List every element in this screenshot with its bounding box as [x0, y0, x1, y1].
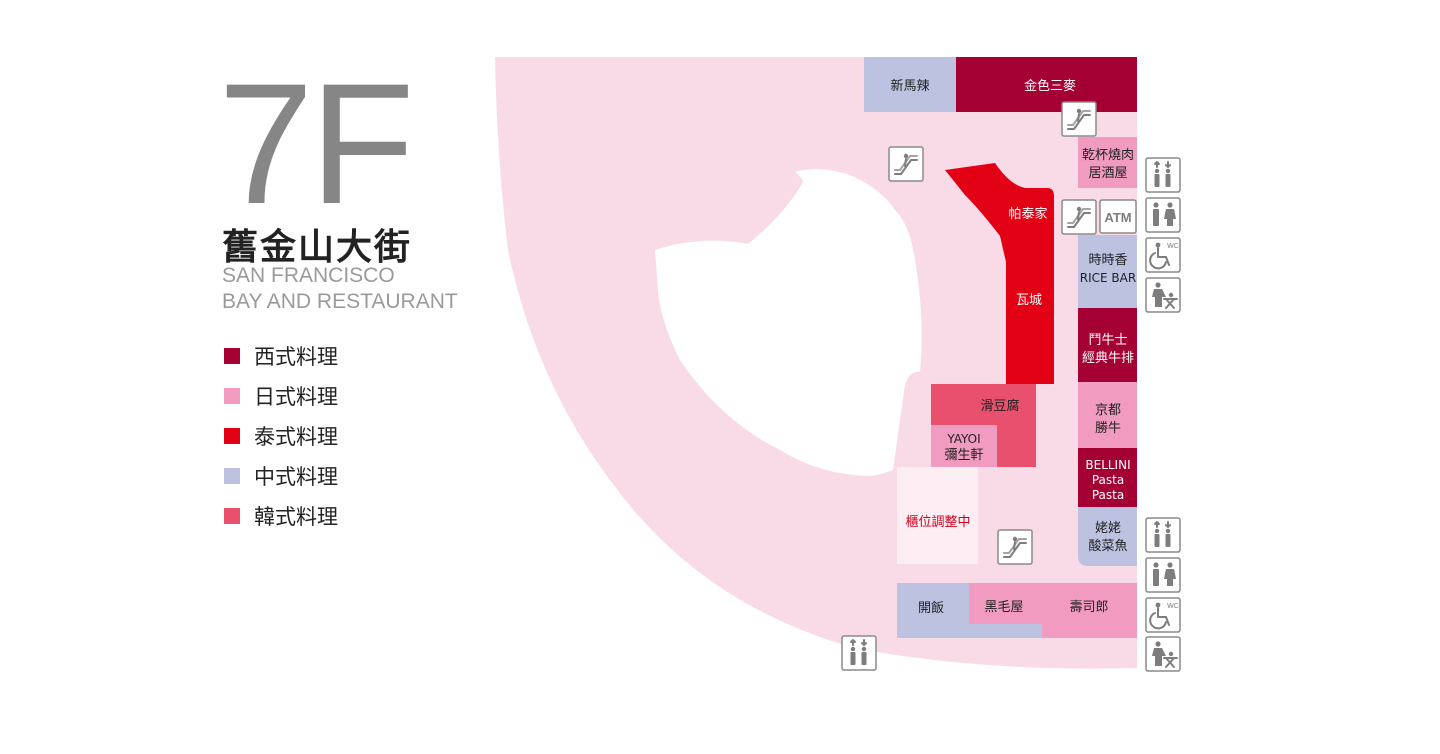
- shop-label: 金色三麥: [1024, 78, 1076, 94]
- shop-heimaowu[interactable]: 黑毛屋: [969, 583, 1042, 624]
- legend-label: 中式料理: [254, 465, 338, 489]
- shop-label: 滑豆腐: [980, 399, 1019, 414]
- shop-label-line1: 姥姥: [1095, 521, 1121, 536]
- escalator-icon[interactable]: [1061, 199, 1097, 235]
- shop-label-line2: 酸菜魚: [1088, 539, 1127, 554]
- legend-swatch: [224, 348, 240, 364]
- shop-xinmala[interactable]: 新馬辣: [864, 57, 956, 112]
- atm-label: ATM: [1104, 210, 1131, 225]
- shop-label: 櫃位調整中: [905, 515, 970, 530]
- wc-label: WC: [1167, 603, 1179, 610]
- shop-label-line2: 彌生軒: [944, 448, 983, 463]
- legend-item-korean: 韓式料理: [224, 496, 338, 536]
- shop-wacheng[interactable]: 瓦城: [1000, 236, 1054, 384]
- legend-item-thai: 泰式料理: [224, 416, 338, 456]
- legend-swatch: [224, 468, 240, 484]
- accessible-restroom-icon[interactable]: WC: [1145, 237, 1181, 273]
- escalator-icon[interactable]: [1061, 101, 1097, 137]
- shop-label-line1: 鬥牛士: [1088, 333, 1127, 348]
- shop-shishixiang[interactable]: 時時香 RICE BAR: [1078, 235, 1137, 308]
- legend-item-japanese: 日式料理: [224, 376, 338, 416]
- shop-label-line2: 經典牛排: [1082, 351, 1134, 366]
- shop-label: 瓦城: [1016, 293, 1042, 308]
- shop-label-line3: Pasta: [1092, 488, 1124, 502]
- shop-kaifan[interactable]: 開飯: [897, 583, 1042, 638]
- shop-label-line1: YAYOI: [946, 432, 980, 446]
- elevator-icon[interactable]: [841, 635, 877, 671]
- legend-swatch: [224, 508, 240, 524]
- legend-label: 西式料理: [254, 345, 338, 369]
- shop-jingdu-shengniu[interactable]: 京都 勝牛: [1078, 382, 1137, 448]
- shop-label-line2: Pasta: [1092, 473, 1124, 487]
- shop-yayoi[interactable]: YAYOI 彌生軒: [931, 425, 997, 467]
- wc-label: WC: [1167, 243, 1179, 250]
- shop-huadoufu[interactable]: 滑豆腐: [931, 384, 1036, 467]
- legend-label: 日式料理: [254, 385, 338, 409]
- shop-label: 帕泰家: [1008, 206, 1047, 222]
- escalator-icon[interactable]: [888, 146, 924, 182]
- baby-changing-icon[interactable]: [1145, 277, 1181, 313]
- shop-label-line2: 勝牛: [1095, 421, 1121, 436]
- restroom-icon[interactable]: [1145, 197, 1181, 233]
- legend-label: 韓式料理: [254, 505, 338, 529]
- atm-icon[interactable]: ATM: [1099, 199, 1137, 234]
- elevator-icon[interactable]: [1145, 517, 1181, 553]
- restroom-icon[interactable]: [1145, 557, 1181, 593]
- shop-label-line1: 乾杯燒肉: [1082, 148, 1134, 163]
- legend-swatch: [224, 388, 240, 404]
- shop-label-line1: BELLINI: [1085, 458, 1130, 472]
- shop-label-line1: 時時香: [1088, 253, 1127, 268]
- shop-jinse-sanmai[interactable]: 金色三麥: [956, 57, 1137, 112]
- shop-patai[interactable]: 帕泰家: [945, 163, 1054, 236]
- legend-item-western: 西式料理: [224, 336, 338, 376]
- shop-label-line2: 居酒屋: [1088, 166, 1127, 181]
- elevator-icon[interactable]: [1145, 157, 1181, 193]
- shop-laolao[interactable]: 姥姥 酸菜魚: [1078, 507, 1137, 566]
- shop-label-line1: 京都: [1095, 403, 1121, 418]
- area-title-en-line1: SAN FRANCISCO: [222, 264, 395, 287]
- shop-label: 黑毛屋: [984, 600, 1023, 615]
- baby-changing-icon[interactable]: [1145, 636, 1181, 672]
- accessible-restroom-icon[interactable]: WC: [1145, 597, 1181, 633]
- shop-douniushi[interactable]: 鬥牛士 經典牛排: [1078, 308, 1137, 382]
- escalator-icon[interactable]: [997, 529, 1033, 565]
- shop-label: 壽司郎: [1069, 600, 1108, 615]
- floor-number: 7F: [218, 48, 415, 240]
- shop-label-line2: RICE BAR: [1080, 271, 1136, 285]
- cuisine-legend: 西式料理 日式料理 泰式料理 中式料理 韓式料理: [224, 336, 338, 536]
- shop-label: 開飯: [918, 601, 944, 616]
- legend-item-chinese: 中式料理: [224, 456, 338, 496]
- shop-adjusting[interactable]: 櫃位調整中: [897, 467, 978, 564]
- area-title-zh: 舊金山大街: [222, 227, 413, 268]
- shop-shousilang[interactable]: 壽司郎: [1042, 583, 1137, 638]
- shop-qianbei[interactable]: 乾杯燒肉 居酒屋: [1078, 137, 1137, 188]
- shop-bellini[interactable]: BELLINI Pasta Pasta: [1078, 448, 1137, 507]
- legend-label: 泰式料理: [254, 425, 338, 449]
- shop-label: 新馬辣: [890, 78, 929, 94]
- legend-swatch: [224, 428, 240, 444]
- area-title-en-line2: BAY AND RESTAURANT: [222, 290, 458, 313]
